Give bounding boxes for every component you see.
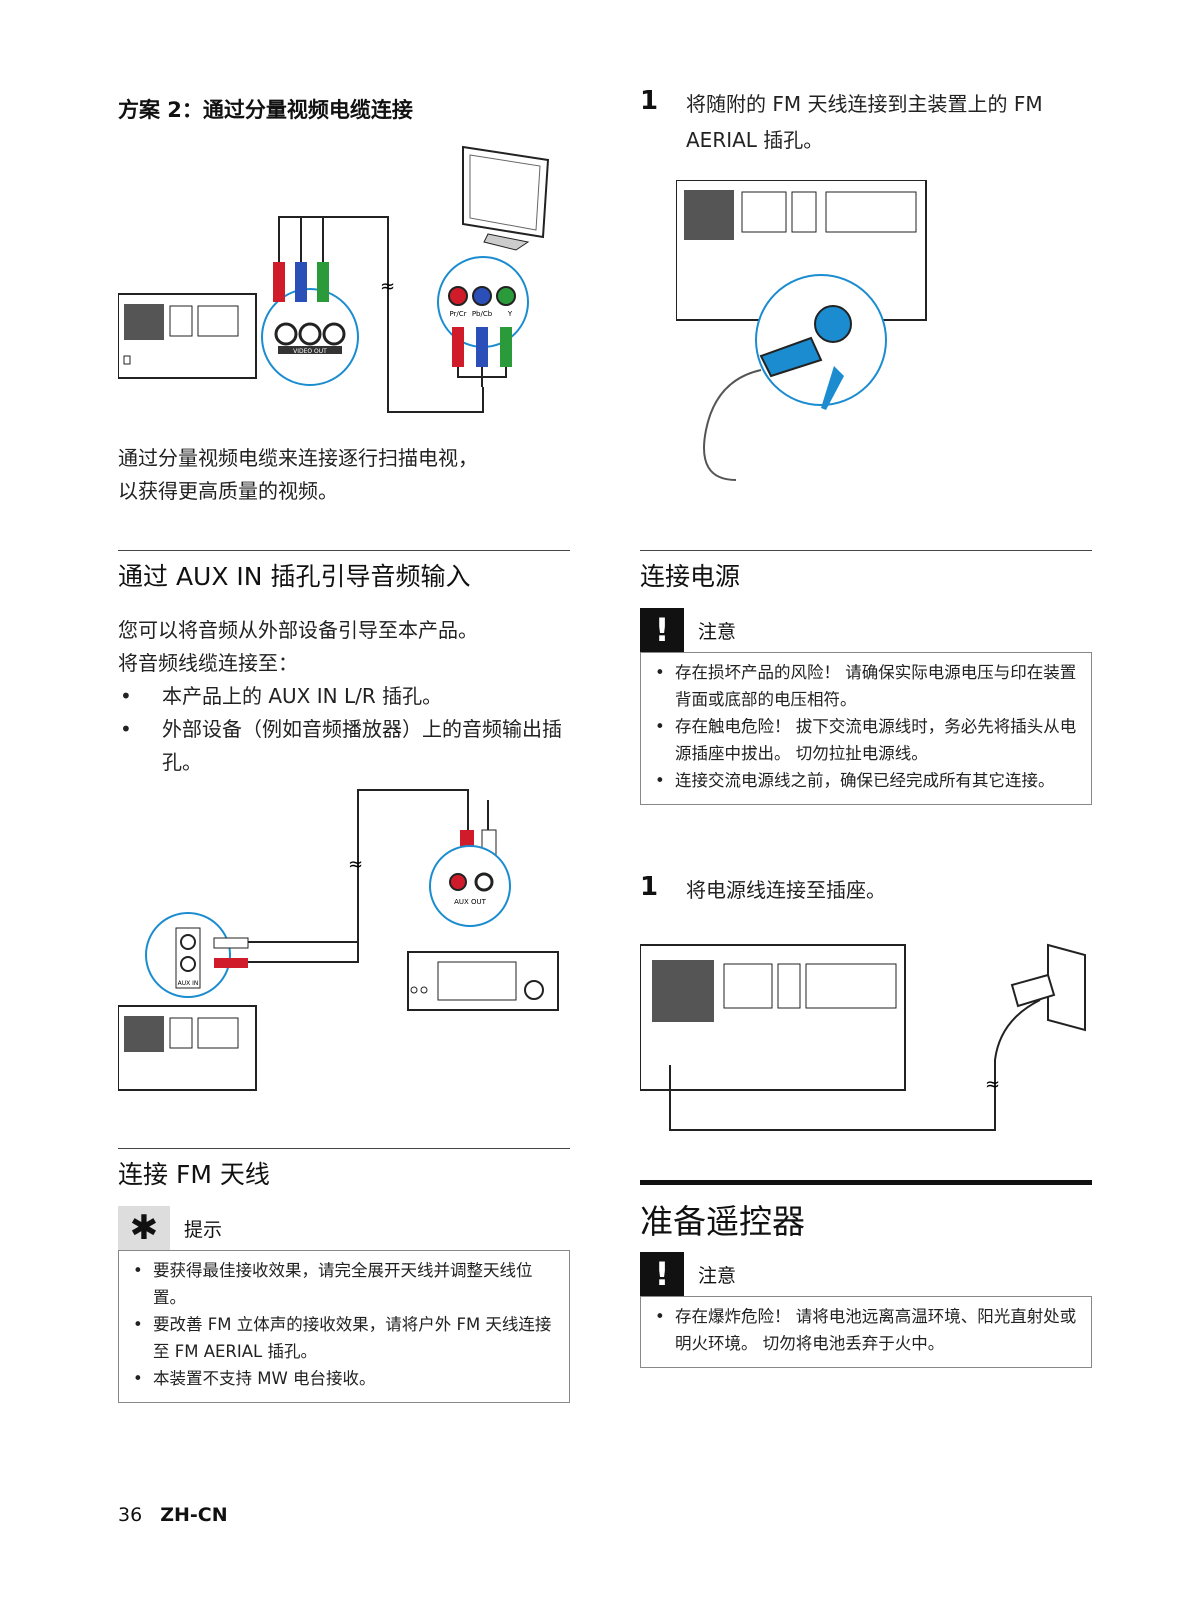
- step-number: 1: [640, 872, 659, 902]
- pb-label: Pb/Cb: [472, 310, 493, 318]
- aux-heading: 通过 AUX IN 插孔引导音频输入: [118, 550, 570, 593]
- pr-label: Pr/Cr: [449, 310, 466, 318]
- list-item: 要获得最佳接收效果，请完全展开天线并调整天线位置。: [129, 1257, 559, 1311]
- asterisk-icon: ✱: [118, 1206, 170, 1250]
- list-item: 本产品上的 AUX IN L/R 插孔。: [118, 680, 570, 713]
- svg-text:≈: ≈: [985, 1074, 1000, 1095]
- step-number: 1: [640, 86, 659, 116]
- option-title: 方案 2：通过分量视频电缆连接: [118, 98, 413, 122]
- list-item: 要改善 FM 立体声的接收效果，请将户外 FM 天线连接至 FM AERIAL …: [129, 1311, 559, 1365]
- wall-outlet-icon: [1047, 943, 1086, 1032]
- caution-label: 注意: [698, 1264, 737, 1287]
- step-text: 将电源线连接至插座。: [686, 878, 886, 902]
- page-footer: 36 ZH-CN: [118, 1504, 228, 1526]
- page-number: 36: [118, 1504, 143, 1526]
- tip-box: ✱ 提示 要获得最佳接收效果，请完全展开天线并调整天线位置。 要改善 FM 立体…: [118, 1206, 570, 1403]
- option-description: 通过分量视频电缆来连接逐行扫描电视， 以获得更高质量的视频。: [118, 446, 478, 503]
- tip-label: 提示: [184, 1218, 223, 1241]
- exclamation-icon: !: [640, 608, 684, 652]
- aux-intro: 您可以将音频从外部设备引导至本产品。 将音频线缆连接至：: [118, 618, 478, 675]
- tv-icon: [462, 145, 550, 251]
- exclamation-icon: !: [640, 1252, 684, 1296]
- caution-label: 注意: [698, 620, 737, 643]
- remote-heading: 准备遥控器: [640, 1180, 1092, 1243]
- list-item: 外部设备（例如音频播放器）上的音频输出插孔。: [118, 713, 570, 779]
- aux-in-diagram: ≈ AUX OUT AUX IN: [118, 789, 559, 1091]
- step-text: 将随附的 FM 天线连接到主装置上的 FM AERIAL 插孔。: [686, 92, 1043, 152]
- main-unit-icon: [118, 293, 257, 379]
- list-item: 存在损坏产品的风险！ 请确保实际电源电压与印在装置背面或底部的电压相符。: [651, 659, 1081, 713]
- aux-bullets: 本产品上的 AUX IN L/R 插孔。 外部设备（例如音频播放器）上的音频输出…: [118, 680, 570, 779]
- list-item: 存在触电危险！ 拔下交流电源线时，务必先将插头从电源插座中拔出。 切勿拉扯电源线…: [651, 713, 1081, 767]
- aux-in-label: AUX IN: [178, 980, 199, 987]
- video-out-label: VIDEO OUT: [293, 348, 327, 355]
- language-code: ZH-CN: [160, 1504, 228, 1526]
- y-label: Y: [507, 310, 513, 318]
- fm-antenna-diagram: [676, 180, 927, 481]
- svg-text:≈: ≈: [348, 854, 363, 875]
- power-heading: 连接电源: [640, 550, 1092, 593]
- list-item: 本装置不支持 MW 电台接收。: [129, 1365, 559, 1392]
- component-video-diagram: VIDEO OUT ≈ Pr/Cr Pb/Cb Y: [118, 145, 550, 413]
- list-item: 存在爆炸危险！ 请将电池远离高温环境、阳光直射处或明火环境。 切勿将电池丢弃于火…: [651, 1303, 1081, 1357]
- list-item: 连接交流电源线之前，确保已经完成所有其它连接。: [651, 767, 1081, 794]
- power-caution-box: ! 注意 存在损坏产品的风险！ 请确保实际电源电压与印在装置背面或底部的电压相符…: [640, 608, 1092, 805]
- power-step: 1 将电源线连接至插座。: [640, 872, 1092, 908]
- fm-step: 1 将随附的 FM 天线连接到主装置上的 FM AERIAL 插孔。: [640, 86, 1092, 158]
- aux-out-label: AUX OUT: [454, 898, 487, 906]
- audio-player-icon: [407, 951, 559, 1011]
- fm-heading: 连接 FM 天线: [118, 1148, 570, 1191]
- remote-caution-box: ! 注意 存在爆炸危险！ 请将电池远离高温环境、阳光直射处或明火环境。 切勿将电…: [640, 1252, 1092, 1368]
- main-unit-icon: [118, 1005, 257, 1091]
- plug-icon: [1010, 973, 1056, 1008]
- svg-text:≈: ≈: [380, 276, 395, 297]
- power-connection-diagram: ≈: [640, 943, 1086, 1131]
